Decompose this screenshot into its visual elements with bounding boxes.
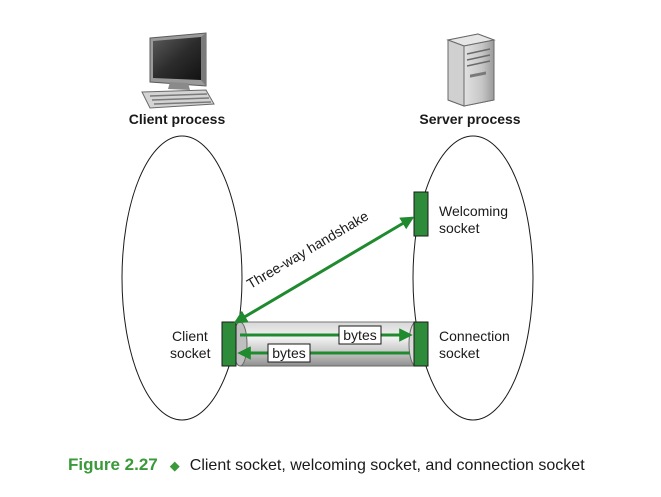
connection-socket-label-line2: socket (439, 345, 480, 361)
server-process-label: Server process (419, 111, 520, 127)
client-socket-label-line2: socket (170, 345, 211, 361)
client-socket-label-line1: Client (172, 328, 208, 344)
welcoming-socket (413, 191, 429, 237)
server-tower-icon (446, 33, 496, 107)
bytes-lower-box (267, 343, 311, 363)
client-computer-icon (141, 32, 215, 109)
server-process-ellipse (412, 135, 534, 421)
client-process-label: Client process (129, 111, 226, 127)
welcoming-socket-label-line1: Welcoming (439, 203, 508, 219)
bytes-lower-label: bytes (272, 345, 305, 361)
connection-socket (413, 321, 429, 367)
bytes-upper-box (338, 325, 382, 345)
diamond-icon: ◆ (169, 458, 180, 473)
figure-caption: Figure 2.27 ◆ Client socket, welcoming soc… (68, 455, 585, 475)
three-way-handshake-arrow (233, 216, 415, 324)
tcp-connection-pipe (232, 321, 424, 367)
figure-number: Figure 2.27 (68, 455, 158, 474)
client-process-ellipse (121, 135, 243, 421)
client-socket (221, 321, 237, 367)
figure-caption-text: Client socket, welcoming socket, and con… (189, 457, 585, 474)
bytes-upper-label: bytes (343, 327, 376, 343)
welcoming-socket-label-line2: socket (439, 220, 480, 236)
connection-socket-label-line1: Connection (439, 328, 510, 344)
